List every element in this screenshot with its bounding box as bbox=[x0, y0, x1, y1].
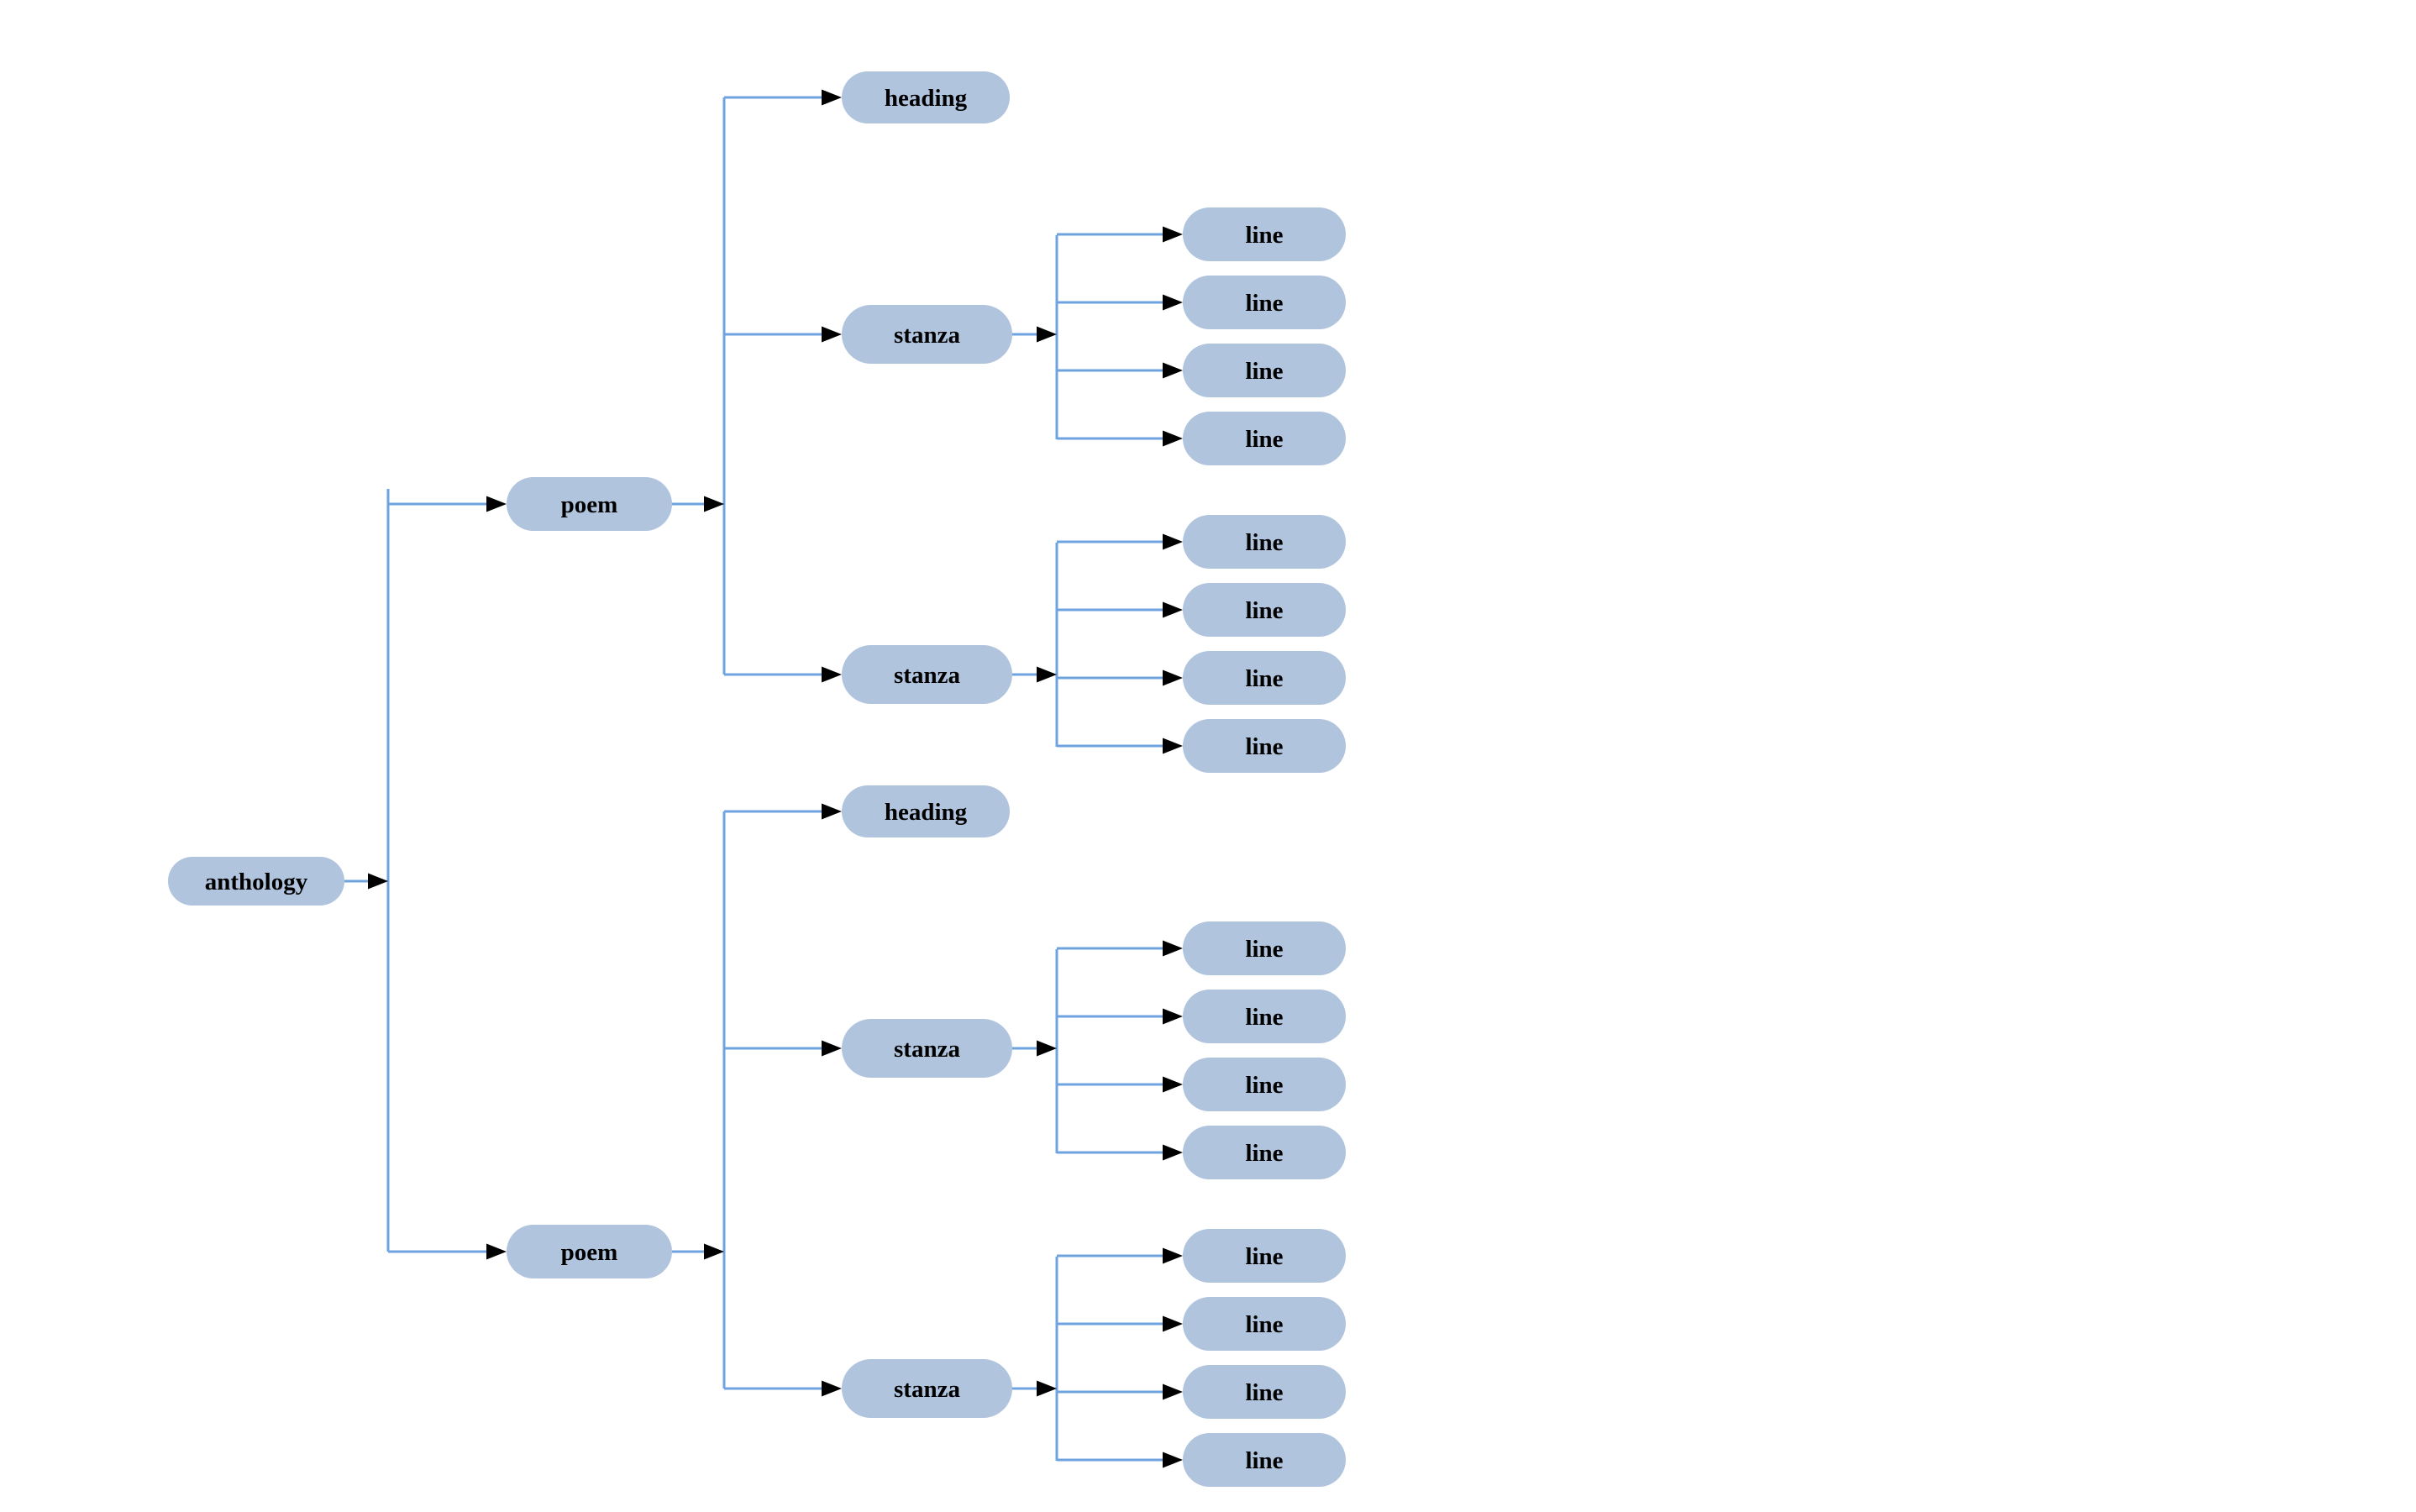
node-shape-poem-1-stanza-1-line-3[interactable] bbox=[1183, 344, 1346, 397]
node-shape-poem-1-stanza-2[interactable] bbox=[842, 645, 1012, 704]
node-poem-1-stanza-1[interactable]: stanza bbox=[842, 305, 1012, 364]
node-poem-2-stanza-2[interactable]: stanza bbox=[842, 1359, 1012, 1418]
arrow-icon-bus-poem-1 bbox=[704, 496, 724, 512]
node-shape-poem-1-stanza-1-line-1[interactable] bbox=[1183, 207, 1346, 261]
node-shape-poem-1-stanza-2-line-4[interactable] bbox=[1183, 719, 1346, 773]
node-anthology[interactable]: anthology bbox=[168, 857, 344, 906]
arrow-icon-poem-1-stanza-2 bbox=[822, 666, 842, 683]
arrow-icon-poem-1-stanza-1-line-2 bbox=[1163, 294, 1183, 311]
arrow-icon-poem-2-stanza-1-line-4 bbox=[1163, 1144, 1183, 1161]
node-poem-2[interactable]: poem bbox=[507, 1225, 672, 1278]
node-poem-2-stanza-1-line-2[interactable]: line bbox=[1183, 990, 1346, 1043]
arrow-icon-poem-2-stanza-1-line-1 bbox=[1163, 940, 1183, 957]
edges-layer bbox=[344, 89, 1183, 1468]
arrow-icon-poem-2-heading bbox=[822, 803, 842, 820]
node-poem-1-stanza-2-line-2[interactable]: line bbox=[1183, 583, 1346, 637]
node-poem-2-stanza-2-line-3[interactable]: line bbox=[1183, 1365, 1346, 1419]
node-shape-poem-1-stanza-2-line-2[interactable] bbox=[1183, 583, 1346, 637]
arrow-icon-bus-anthology bbox=[368, 873, 388, 890]
node-poem-2-stanza-1-line-4[interactable]: line bbox=[1183, 1126, 1346, 1179]
node-shape-poem-2-stanza-1-line-4[interactable] bbox=[1183, 1126, 1346, 1179]
arrow-icon-poem-1-stanza-2-line-4 bbox=[1163, 738, 1183, 754]
node-shape-anthology[interactable] bbox=[168, 857, 344, 906]
node-poem-2-stanza-1-line-1[interactable]: line bbox=[1183, 921, 1346, 975]
arrow-icon-poem-2-stanza-1-line-3 bbox=[1163, 1076, 1183, 1093]
node-shape-poem-2-stanza-1-line-1[interactable] bbox=[1183, 921, 1346, 975]
node-shape-poem-1-stanza-1-line-2[interactable] bbox=[1183, 276, 1346, 329]
node-poem-2-stanza-1[interactable]: stanza bbox=[842, 1019, 1012, 1078]
node-shape-poem-1[interactable] bbox=[507, 477, 672, 531]
arrow-icon-poem-1-stanza-1-line-4 bbox=[1163, 430, 1183, 447]
arrow-icon-poem-2-stanza-2-line-1 bbox=[1163, 1247, 1183, 1264]
node-shape-poem-1-stanza-2-line-3[interactable] bbox=[1183, 651, 1346, 705]
arrow-icon-poem-2-stanza-2 bbox=[822, 1380, 842, 1397]
node-shape-poem-1-stanza-1[interactable] bbox=[842, 305, 1012, 364]
node-poem-1-stanza-1-line-4[interactable]: line bbox=[1183, 412, 1346, 465]
arrow-icon-poem-1-stanza-2-line-1 bbox=[1163, 533, 1183, 550]
node-poem-1-stanza-1-line-3[interactable]: line bbox=[1183, 344, 1346, 397]
arrow-icon-poem-1-stanza-2-line-2 bbox=[1163, 601, 1183, 618]
arrow-icon-bus-poem-2-stanza-1 bbox=[1037, 1040, 1057, 1057]
node-shape-poem-2-stanza-2-line-4[interactable] bbox=[1183, 1433, 1346, 1487]
arrow-icon-poem-1-stanza-2-line-3 bbox=[1163, 669, 1183, 686]
node-poem-1[interactable]: poem bbox=[507, 477, 672, 531]
node-shape-poem-2[interactable] bbox=[507, 1225, 672, 1278]
node-poem-2-stanza-2-line-4[interactable]: line bbox=[1183, 1433, 1346, 1487]
node-shape-poem-1-heading[interactable] bbox=[842, 71, 1010, 123]
arrow-icon-bus-poem-1-stanza-2 bbox=[1037, 666, 1057, 683]
arrow-icon-poem-1-heading bbox=[822, 89, 842, 106]
node-poem-1-stanza-1-line-2[interactable]: line bbox=[1183, 276, 1346, 329]
arrow-icon-poem-2-stanza-2-line-2 bbox=[1163, 1315, 1183, 1332]
node-poem-1-heading[interactable]: heading bbox=[842, 71, 1010, 123]
node-shape-poem-2-stanza-1[interactable] bbox=[842, 1019, 1012, 1078]
arrow-icon-poem-2-stanza-2-line-3 bbox=[1163, 1383, 1183, 1400]
node-poem-1-stanza-1-line-1[interactable]: line bbox=[1183, 207, 1346, 261]
node-shape-poem-2-stanza-2-line-2[interactable] bbox=[1183, 1297, 1346, 1351]
node-poem-2-stanza-2-line-1[interactable]: line bbox=[1183, 1229, 1346, 1283]
node-shape-poem-2-stanza-2[interactable] bbox=[842, 1359, 1012, 1418]
node-shape-poem-2-stanza-2-line-3[interactable] bbox=[1183, 1365, 1346, 1419]
node-shape-poem-1-stanza-1-line-4[interactable] bbox=[1183, 412, 1346, 465]
arrow-icon-bus-poem-2 bbox=[704, 1243, 724, 1260]
node-poem-2-stanza-2-line-2[interactable]: line bbox=[1183, 1297, 1346, 1351]
node-poem-2-heading[interactable]: heading bbox=[842, 785, 1010, 837]
arrow-icon-bus-poem-1-stanza-1 bbox=[1037, 326, 1057, 343]
node-shape-poem-1-stanza-2-line-1[interactable] bbox=[1183, 515, 1346, 569]
arrow-icon-poem-2 bbox=[486, 1243, 507, 1260]
nodes-layer: anthology poem heading stanza line line line li… bbox=[168, 71, 1346, 1487]
arrow-icon-poem-2-stanza-1-line-2 bbox=[1163, 1008, 1183, 1025]
node-shape-poem-2-stanza-1-line-2[interactable] bbox=[1183, 990, 1346, 1043]
arrow-icon-poem-1-stanza-1 bbox=[822, 326, 842, 343]
arrow-icon-poem-2-stanza-2-line-4 bbox=[1163, 1452, 1183, 1468]
arrow-icon-poem-1-stanza-1-line-1 bbox=[1163, 226, 1183, 243]
node-poem-1-stanza-2-line-4[interactable]: line bbox=[1183, 719, 1346, 773]
arrow-icon-poem-2-stanza-1 bbox=[822, 1040, 842, 1057]
node-shape-poem-2-stanza-2-line-1[interactable] bbox=[1183, 1229, 1346, 1283]
arrow-icon-poem-1-stanza-1-line-3 bbox=[1163, 362, 1183, 379]
arrow-icon-bus-poem-2-stanza-2 bbox=[1037, 1380, 1057, 1397]
node-shape-poem-2-heading[interactable] bbox=[842, 785, 1010, 837]
node-shape-poem-2-stanza-1-line-3[interactable] bbox=[1183, 1058, 1346, 1111]
node-poem-1-stanza-2-line-1[interactable]: line bbox=[1183, 515, 1346, 569]
arrow-icon-poem-1 bbox=[486, 496, 507, 512]
node-poem-2-stanza-1-line-3[interactable]: line bbox=[1183, 1058, 1346, 1111]
node-poem-1-stanza-2[interactable]: stanza bbox=[842, 645, 1012, 704]
node-poem-1-stanza-2-line-3[interactable]: line bbox=[1183, 651, 1346, 705]
